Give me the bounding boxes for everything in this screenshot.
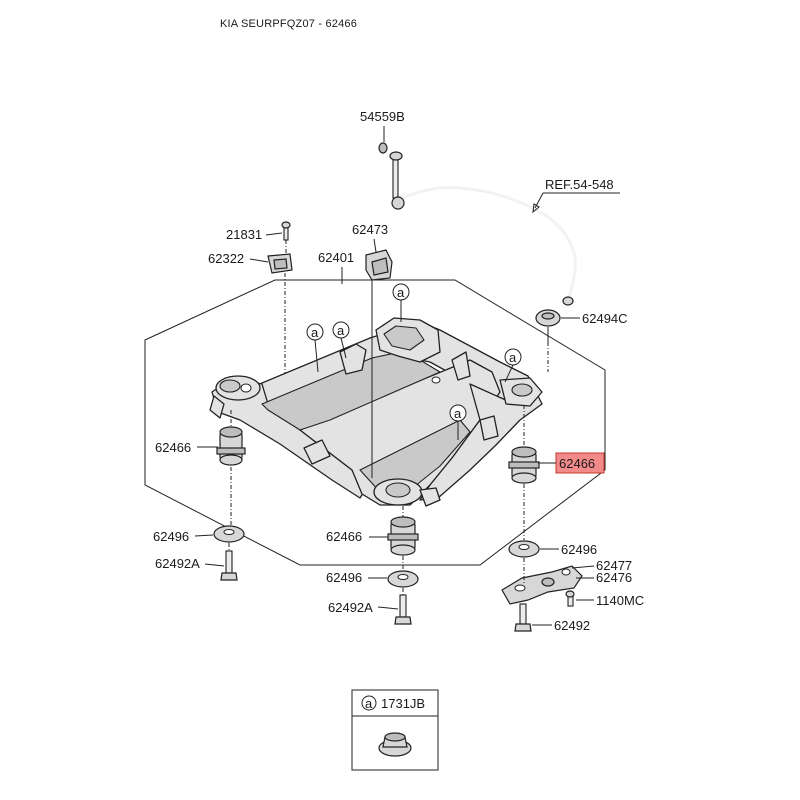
subframe-62401	[209, 317, 543, 507]
stabilizer-link-bottom	[391, 196, 405, 210]
stabilizer-link-rod	[392, 157, 399, 199]
svg-text:a: a	[454, 406, 462, 421]
svg-text:a: a	[365, 696, 373, 711]
bolt-1140MC	[565, 590, 575, 607]
bracket-62473	[365, 249, 393, 281]
callout-62322[interactable]: 62322	[208, 251, 244, 266]
bushing-right	[508, 446, 540, 484]
callout-62466-right[interactable]: 62466	[559, 456, 595, 471]
stabilizer-link-top	[389, 151, 403, 161]
svg-text:a: a	[311, 325, 319, 340]
bracket-62322	[267, 253, 293, 274]
bushing-center	[387, 516, 419, 556]
callout-62492A-center[interactable]: 62492A	[328, 600, 373, 615]
diagram-title: KIA SEURPFQZ07 - 62466	[220, 18, 357, 30]
washer-left	[213, 525, 245, 543]
washer-right	[508, 540, 540, 558]
legend-marker	[361, 695, 377, 711]
legend-box: a 1731JB	[351, 689, 439, 771]
bushing-left	[216, 426, 246, 466]
callout-62476[interactable]: 62476	[596, 570, 632, 585]
washer-62494C	[535, 309, 561, 327]
bracket-62476	[501, 565, 583, 605]
callout-62496-right[interactable]: 62496	[561, 542, 597, 557]
callout-62494C[interactable]: 62494C	[582, 311, 628, 326]
stabilizer-link-nut	[378, 142, 388, 154]
bolt-62492	[514, 603, 532, 632]
bolt-62492A-left	[220, 550, 238, 581]
marker-a-4[interactable]: a	[504, 348, 522, 366]
callout-62401[interactable]: 62401	[318, 250, 354, 265]
bolt-21831	[281, 221, 291, 241]
callout-62466-left[interactable]: 62466	[155, 440, 191, 455]
callout-ref-54-548[interactable]: REF.54-548	[545, 177, 614, 192]
marker-a-2[interactable]: a	[306, 323, 324, 341]
marker-a-5[interactable]: a	[449, 404, 467, 422]
assembly-outline	[144, 279, 606, 566]
callout-62466-center[interactable]: 62466	[326, 529, 362, 544]
legend-code: 1731JB	[381, 696, 425, 711]
marker-a-3[interactable]: a	[332, 321, 350, 339]
callout-1140MC[interactable]: 1140MC	[596, 593, 644, 608]
svg-text:a: a	[337, 323, 345, 338]
washer-center	[387, 570, 419, 588]
stabilizer-bar-end	[562, 296, 574, 306]
callout-62492[interactable]: 62492	[554, 618, 590, 633]
callout-62477[interactable]: 62477	[596, 558, 632, 573]
callout-21831[interactable]: 21831	[226, 227, 262, 242]
callout-54559B[interactable]: 54559B	[360, 109, 405, 124]
bolt-62492A-center	[394, 594, 412, 625]
stabilizer-assembly	[378, 142, 577, 306]
callout-62473[interactable]: 62473	[352, 222, 388, 237]
svg-text:a: a	[509, 350, 517, 365]
svg-text:a: a	[397, 285, 405, 300]
callout-62492A-left[interactable]: 62492A	[155, 556, 200, 571]
marker-a-1[interactable]: a	[392, 283, 410, 301]
callout-62496-center[interactable]: 62496	[326, 570, 362, 585]
grommet-1731JB	[378, 732, 412, 757]
callout-62496-left[interactable]: 62496	[153, 529, 189, 544]
